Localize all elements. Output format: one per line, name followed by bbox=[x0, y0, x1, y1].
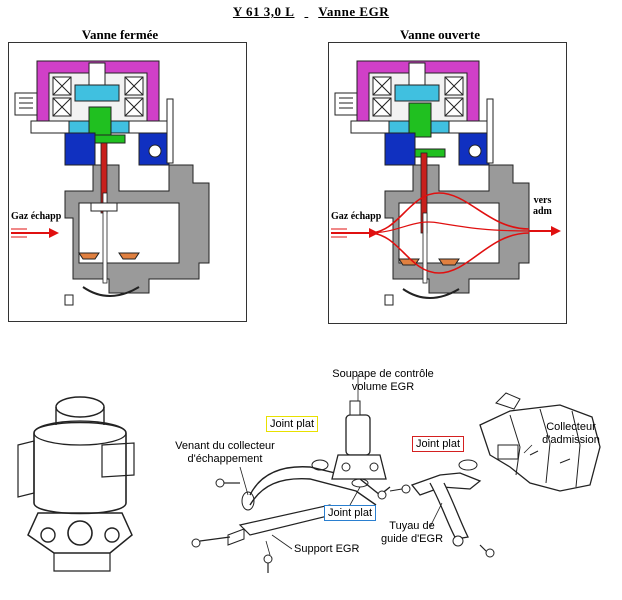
support-egr-label: Support EGR bbox=[294, 543, 360, 555]
open-inlet-label: Gaz échapp bbox=[331, 211, 382, 222]
collecteur-line2: d'admission bbox=[542, 434, 600, 446]
venant-line1: Venant du collecteur bbox=[175, 440, 275, 452]
tuyau-label: Tuyau de guide d'EGR bbox=[362, 520, 462, 546]
collecteur-label: Collecteur d'admission bbox=[528, 421, 614, 447]
closed-valve-caption: Vanne fermée bbox=[81, 27, 159, 42]
collecteur-line1: Collecteur bbox=[546, 421, 596, 433]
soupape-line2: volume EGR bbox=[351, 381, 415, 393]
joint-plat-red-tag: Joint plat bbox=[412, 436, 465, 452]
tuyau-line2: guide d'EGR bbox=[380, 533, 444, 545]
exploded-assembly-drawing bbox=[191, 375, 601, 573]
joint-plat-blue-tag: Joint plat bbox=[324, 505, 377, 521]
subject-title: Vanne EGR bbox=[318, 4, 390, 19]
egr-valve-3d-sketch bbox=[17, 396, 135, 572]
closed-inlet-label: Gaz échapp bbox=[11, 211, 62, 222]
outlet-label-line1: vers bbox=[533, 195, 552, 206]
open-valve-drawing bbox=[331, 60, 561, 306]
soupape-label: Soupape de contrôle volume EGR bbox=[328, 368, 438, 394]
open-outlet-label: vers adm bbox=[533, 195, 552, 217]
outlet-label-line2: adm bbox=[533, 206, 552, 217]
open-valve-caption: Vanne ouverte bbox=[399, 27, 481, 42]
closed-valve-panel: Gaz échapp bbox=[8, 42, 247, 322]
tuyau-line1: Tuyau de bbox=[389, 520, 435, 532]
open-valve-panel: Gaz échapp vers adm bbox=[328, 42, 567, 324]
venant-label: Venant du collecteur d'échappement bbox=[160, 440, 290, 466]
closed-valve-drawing bbox=[11, 60, 210, 306]
joint-plat-yellow-tag: Joint plat bbox=[266, 416, 319, 432]
page-title: Y 61 3,0 L Vanne EGR bbox=[0, 4, 622, 20]
venant-line2: d'échappement bbox=[187, 453, 263, 465]
model-title: Y 61 3,0 L bbox=[232, 4, 295, 19]
soupape-line1: Soupape de contrôle bbox=[332, 368, 434, 380]
